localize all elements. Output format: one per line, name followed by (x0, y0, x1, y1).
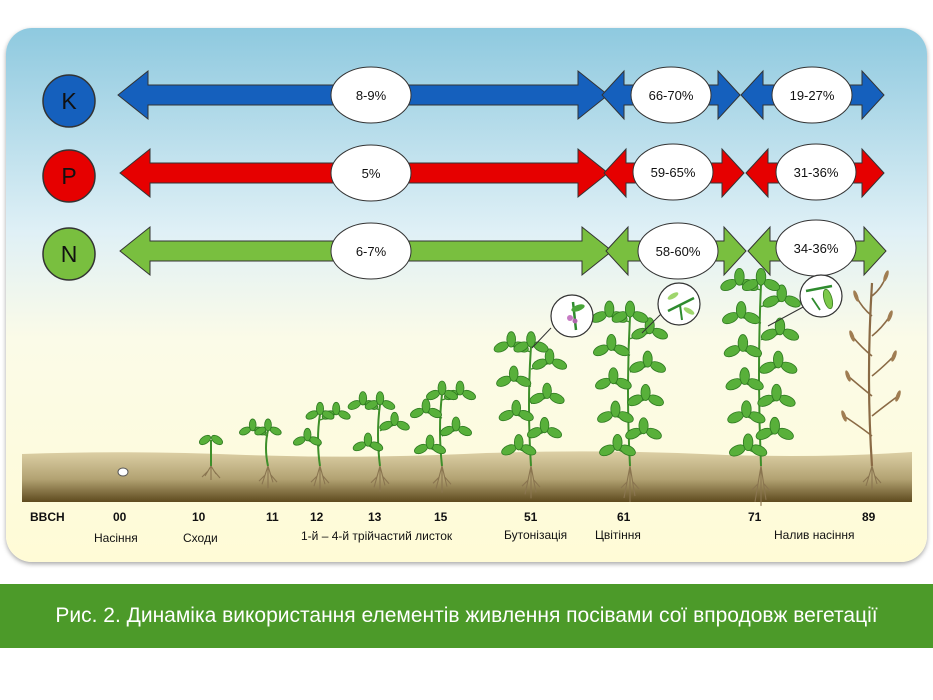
bbch-code-13: 13 (368, 510, 382, 524)
plant-stage-12-icon (292, 401, 351, 491)
stage-label-seed-fill: Налив насіння (774, 528, 855, 542)
bbch-code-71: 71 (748, 510, 762, 524)
row-P: P 5% 59-65% 31-36% (42, 143, 885, 203)
share-K-vegetative: 8-9% (356, 88, 387, 103)
nutrient-badge-P (42, 149, 96, 203)
plant-stage-11-icon (239, 418, 282, 489)
bbch-code-15: 15 (434, 510, 448, 524)
diagram-panel: K 8-9% 66-70% 19-27% P 5% (6, 28, 927, 562)
soybean-growth-stages (117, 267, 901, 506)
pod-callout-icon (767, 274, 843, 327)
bud-callout-icon (531, 294, 594, 349)
share-P-flowering: 59-65% (651, 165, 696, 180)
bbch-code-10: 10 (192, 510, 206, 524)
plant-stage-61-icon (590, 300, 668, 502)
share-bubble-P-3 (775, 143, 857, 201)
share-bubble-K-2 (630, 66, 712, 124)
stage-label-seed: Насіння (94, 531, 138, 545)
seed-icon (117, 467, 129, 477)
stage-label-flowering: Цвітіння (595, 528, 641, 542)
plant-stage-51-icon (493, 331, 568, 499)
figure-caption: Рис. 2. Динаміка використання елементів … (0, 584, 933, 648)
soil-band (22, 451, 912, 502)
share-K-flowering: 66-70% (649, 88, 694, 103)
organ-callouts (531, 274, 843, 349)
stage-label-emergence: Сходи (183, 531, 218, 545)
nutrient-rows: K 8-9% 66-70% 19-27% P 5% (42, 66, 887, 281)
bbch-code-51: 51 (524, 510, 538, 524)
share-K-seedfill: 19-27% (790, 88, 835, 103)
share-bubble-K-1 (330, 66, 412, 124)
share-N-flowering: 58-60% (656, 244, 701, 259)
bbch-label: BBCH (30, 510, 65, 524)
row-N: N 6-7% 58-60% 34-36% (42, 219, 887, 281)
stage-label-trifoliate: 1-й – 4-й трійчастий листок (301, 529, 453, 543)
share-P-seedfill: 31-36% (794, 165, 839, 180)
bbch-code-61: 61 (617, 510, 631, 524)
bbch-code-11: 11 (266, 510, 279, 524)
nutrient-symbol-N: N (61, 241, 78, 267)
share-bubble-N-2 (637, 222, 719, 280)
plant-stage-15-icon (410, 380, 476, 493)
nutrient-uptake-scene: K 8-9% 66-70% 19-27% P 5% (6, 28, 927, 562)
plant-stage-71-icon (720, 267, 801, 506)
share-P-vegetative: 5% (362, 166, 381, 181)
share-bubble-P-2 (632, 143, 714, 201)
plant-stage-13-icon (347, 391, 410, 492)
nutrient-symbol-P: P (61, 163, 76, 189)
nutrient-badge-K (42, 74, 96, 128)
bbch-code-00: 00 (113, 510, 127, 524)
plant-stage-89-icon (841, 270, 901, 490)
nutrient-symbol-K: K (61, 88, 77, 114)
row-K: K 8-9% 66-70% 19-27% (42, 66, 885, 128)
share-N-vegetative: 6-7% (356, 244, 387, 259)
share-bubble-N-1 (330, 222, 412, 280)
share-bubble-P-1 (330, 144, 412, 202)
share-N-seedfill: 34-36% (794, 241, 839, 256)
bbch-code-89: 89 (862, 510, 876, 524)
flower-callout-icon (641, 282, 701, 334)
stage-label-budding: Бутонізація (504, 528, 568, 542)
share-bubble-K-3 (771, 66, 853, 124)
bbch-code-12: 12 (310, 510, 324, 524)
seedling-icon (199, 434, 223, 480)
nutrient-badge-N (42, 227, 96, 281)
